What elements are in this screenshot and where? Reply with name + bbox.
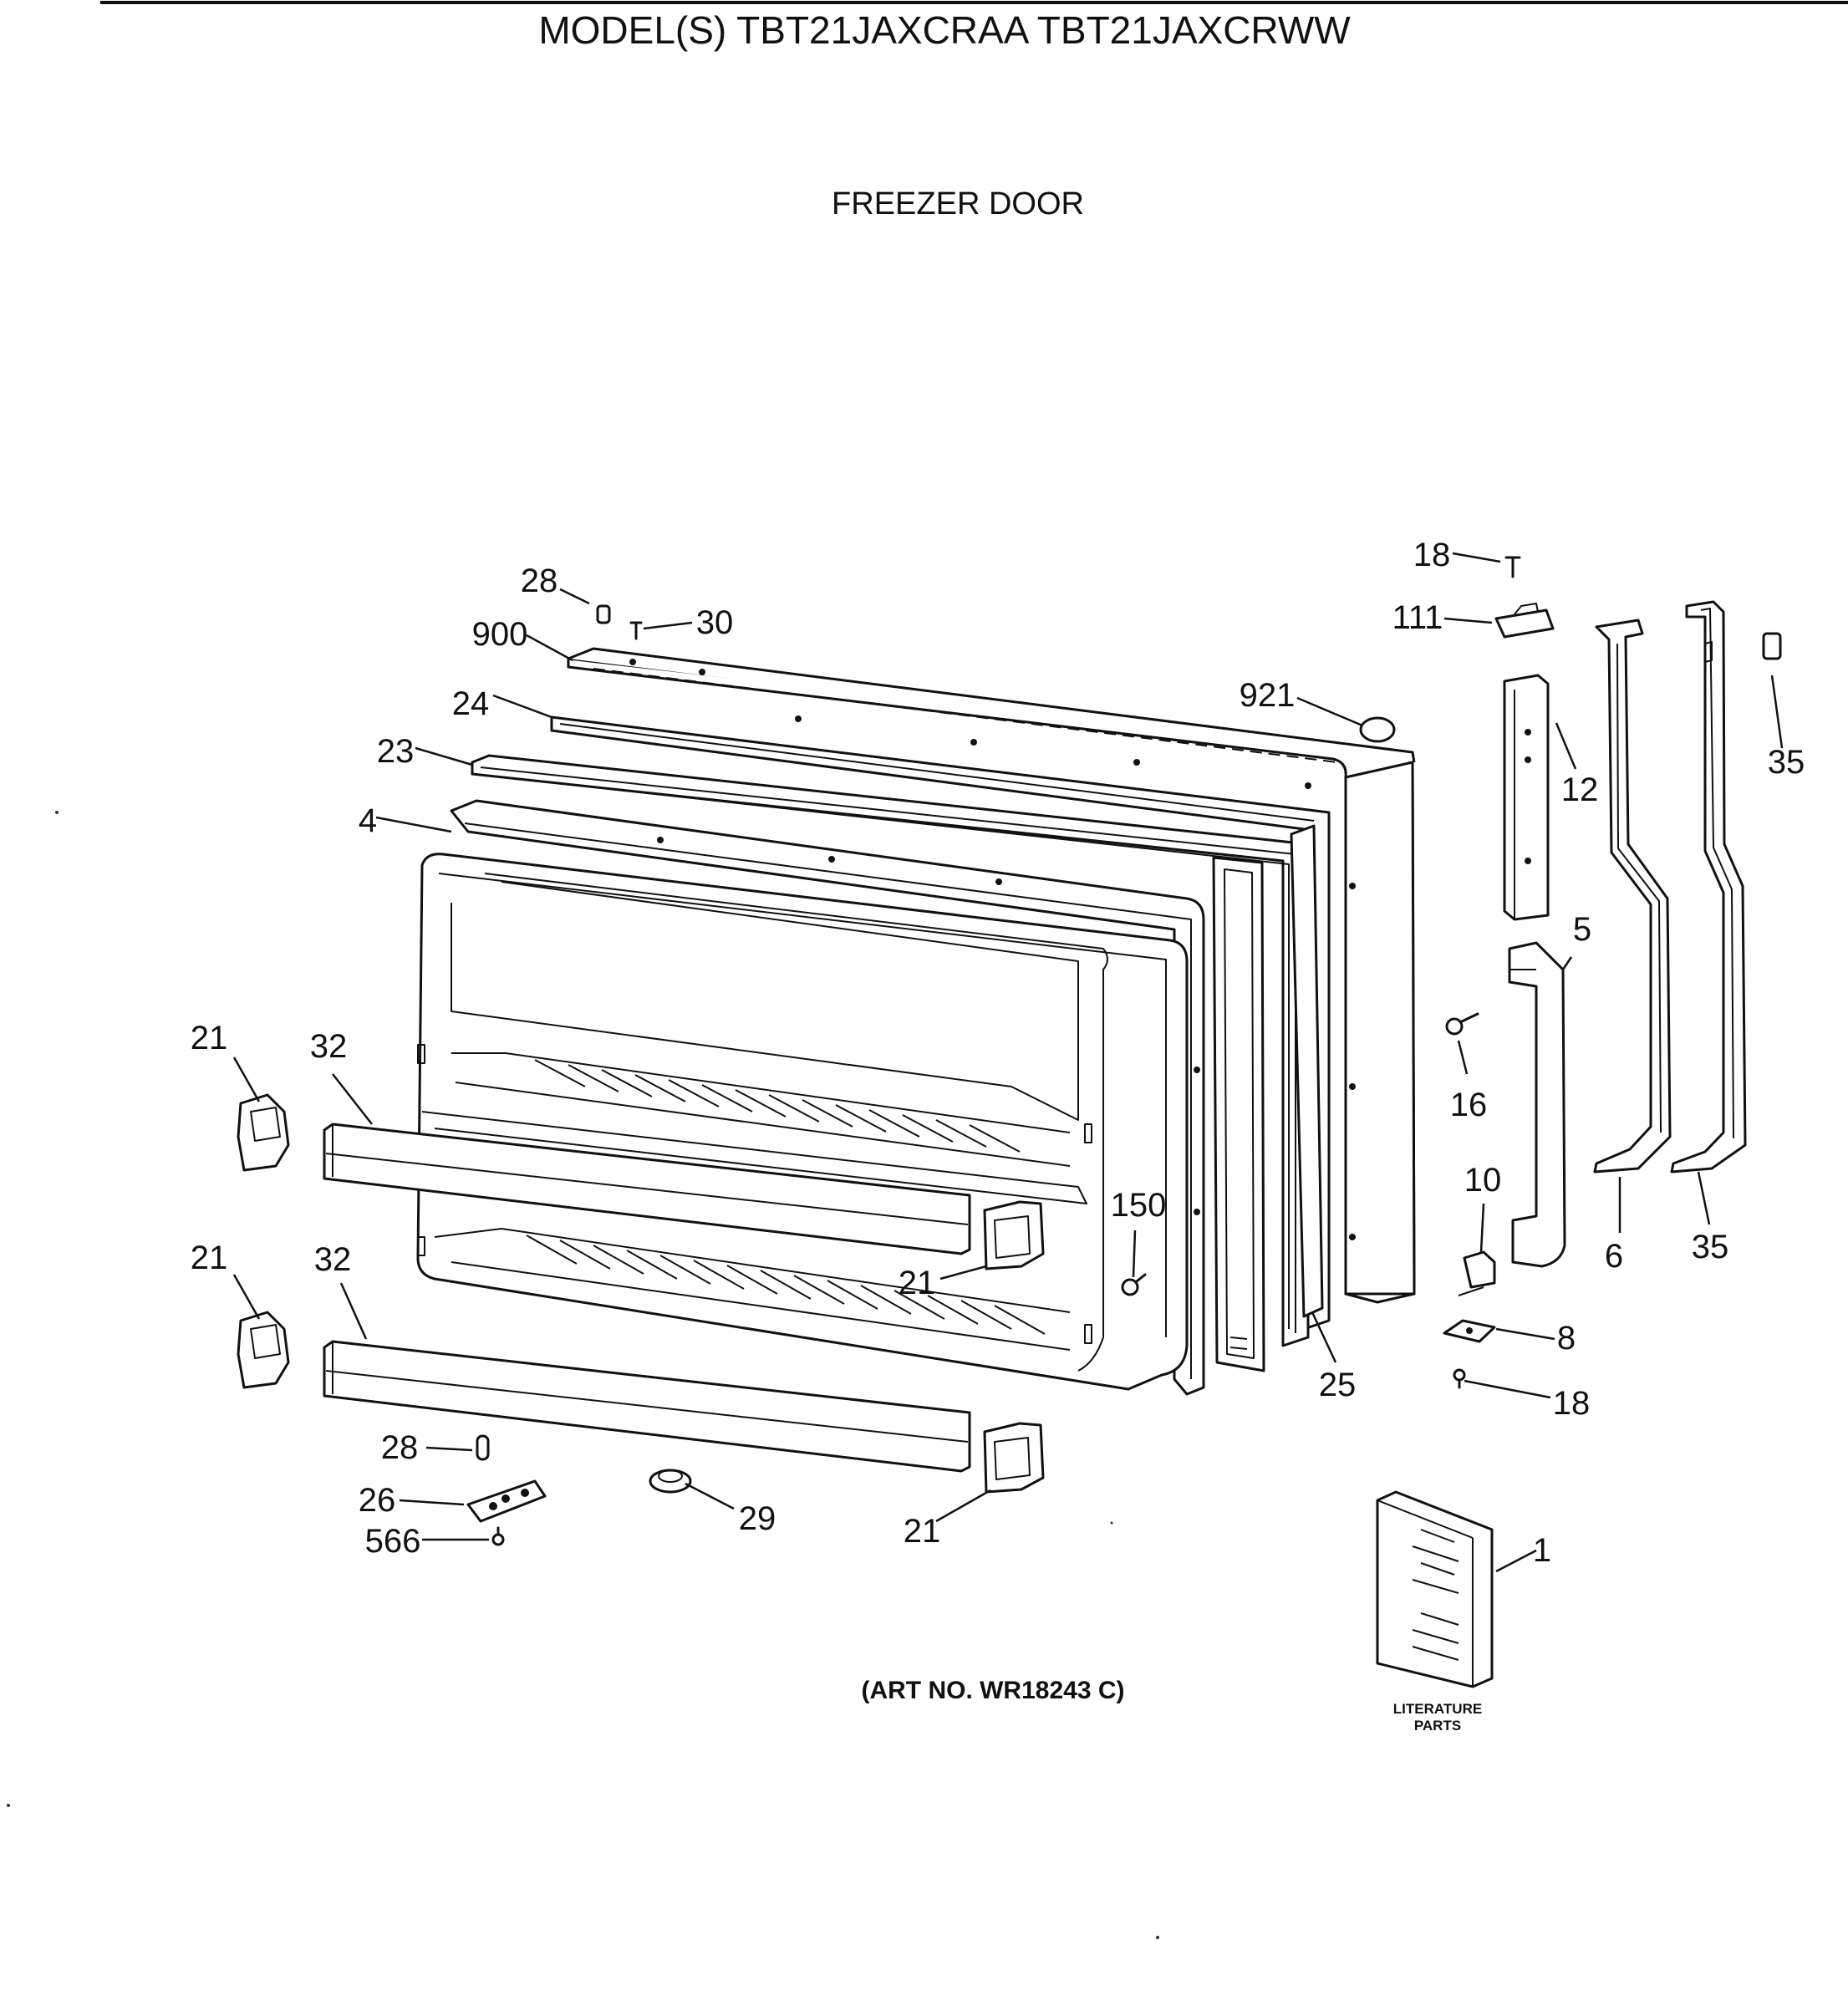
callout-4: 4 xyxy=(359,802,377,839)
callout-6: 6 xyxy=(1605,1238,1623,1275)
door-outer-panel xyxy=(567,647,1416,1304)
callout-16: 16 xyxy=(1450,1087,1488,1123)
callout-26: 26 xyxy=(359,1482,396,1519)
callout-900: 900 xyxy=(472,616,528,653)
callout-32-a: 32 xyxy=(310,1028,348,1065)
callout-21-a: 21 xyxy=(191,1020,228,1056)
literature-label-line1: LITERATURE xyxy=(1393,1701,1482,1717)
shelf-bar-upper xyxy=(323,1123,971,1255)
callout-35-bottom: 35 xyxy=(1692,1229,1729,1265)
bar-end-left-lower xyxy=(237,1311,290,1389)
cap-10 xyxy=(1458,1250,1496,1296)
scan-speck xyxy=(1156,1936,1159,1939)
screw-28-top xyxy=(596,604,611,624)
screw-18-top xyxy=(1504,556,1521,578)
callout-5: 5 xyxy=(1573,911,1591,948)
callout-32-b: 32 xyxy=(314,1241,352,1278)
plate-26 xyxy=(466,1479,547,1523)
leader-lines xyxy=(232,552,1784,1573)
screw-30 xyxy=(629,621,643,640)
callout-28-top: 28 xyxy=(521,563,558,599)
screw-18-bottom xyxy=(1453,1368,1466,1389)
callout-29: 29 xyxy=(739,1500,776,1537)
callout-21-c: 21 xyxy=(899,1265,936,1301)
callout-10: 10 xyxy=(1464,1162,1502,1199)
callout-8: 8 xyxy=(1557,1320,1576,1357)
callout-1: 1 xyxy=(1533,1532,1551,1569)
screw-16 xyxy=(1445,1012,1479,1036)
bar-end-left-upper xyxy=(237,1093,290,1172)
callout-35-top: 35 xyxy=(1768,744,1805,781)
bumper-29 xyxy=(649,1469,692,1494)
callout-921: 921 xyxy=(1240,677,1296,714)
cap-35 xyxy=(1762,632,1782,660)
bar-end-right-upper xyxy=(983,1200,1045,1270)
callout-23: 23 xyxy=(377,733,415,770)
model-title: MODEL(S) TBT21JAXCRAA TBT21JAXCRWW xyxy=(538,8,1351,52)
callout-30: 30 xyxy=(696,604,734,641)
callout-18-bottom: 18 xyxy=(1553,1385,1591,1422)
hinge-8 xyxy=(1443,1319,1496,1343)
bar-end-right-lower xyxy=(983,1422,1045,1494)
callout-150: 150 xyxy=(1111,1187,1167,1224)
callout-18-top: 18 xyxy=(1413,537,1451,573)
breaker-strip-4 xyxy=(450,799,1205,1396)
callout-12: 12 xyxy=(1561,771,1599,808)
handle-35 xyxy=(1670,600,1747,1174)
channel-12 xyxy=(1503,674,1550,921)
literature-booklet xyxy=(1376,1490,1494,1688)
callout-21-b: 21 xyxy=(191,1240,228,1276)
callout-24: 24 xyxy=(452,685,490,722)
callout-111: 111 xyxy=(1392,599,1443,636)
callout-25: 25 xyxy=(1319,1367,1357,1403)
scan-speck xyxy=(7,1804,10,1807)
plug-921 xyxy=(1359,716,1396,743)
screw-150 xyxy=(1121,1273,1147,1296)
callout-28-bottom: 28 xyxy=(381,1429,419,1466)
handle-6 xyxy=(1593,619,1672,1174)
callout-labels: 28 30 900 24 23 4 921 18 111 12 35 5 16 … xyxy=(191,537,1805,1569)
scan-speck xyxy=(1110,1521,1113,1525)
door-liner xyxy=(416,853,1189,1391)
handle-mount-5 xyxy=(1508,941,1566,1268)
hinge-cover-111 xyxy=(1494,603,1555,639)
callout-21-d: 21 xyxy=(904,1513,941,1550)
scan-speck xyxy=(55,811,59,814)
literature-label-line2: PARTS xyxy=(1414,1718,1461,1734)
door-seal-25 xyxy=(1290,824,1324,1318)
shelf-bar-lower xyxy=(323,1340,971,1473)
screw-566 xyxy=(491,1526,505,1546)
art-number: (ART NO. WR18243 C) xyxy=(861,1677,1124,1704)
screw-28-bottom xyxy=(476,1434,490,1461)
callout-566: 566 xyxy=(365,1523,421,1560)
section-title: FREEZER DOOR xyxy=(832,186,1084,221)
